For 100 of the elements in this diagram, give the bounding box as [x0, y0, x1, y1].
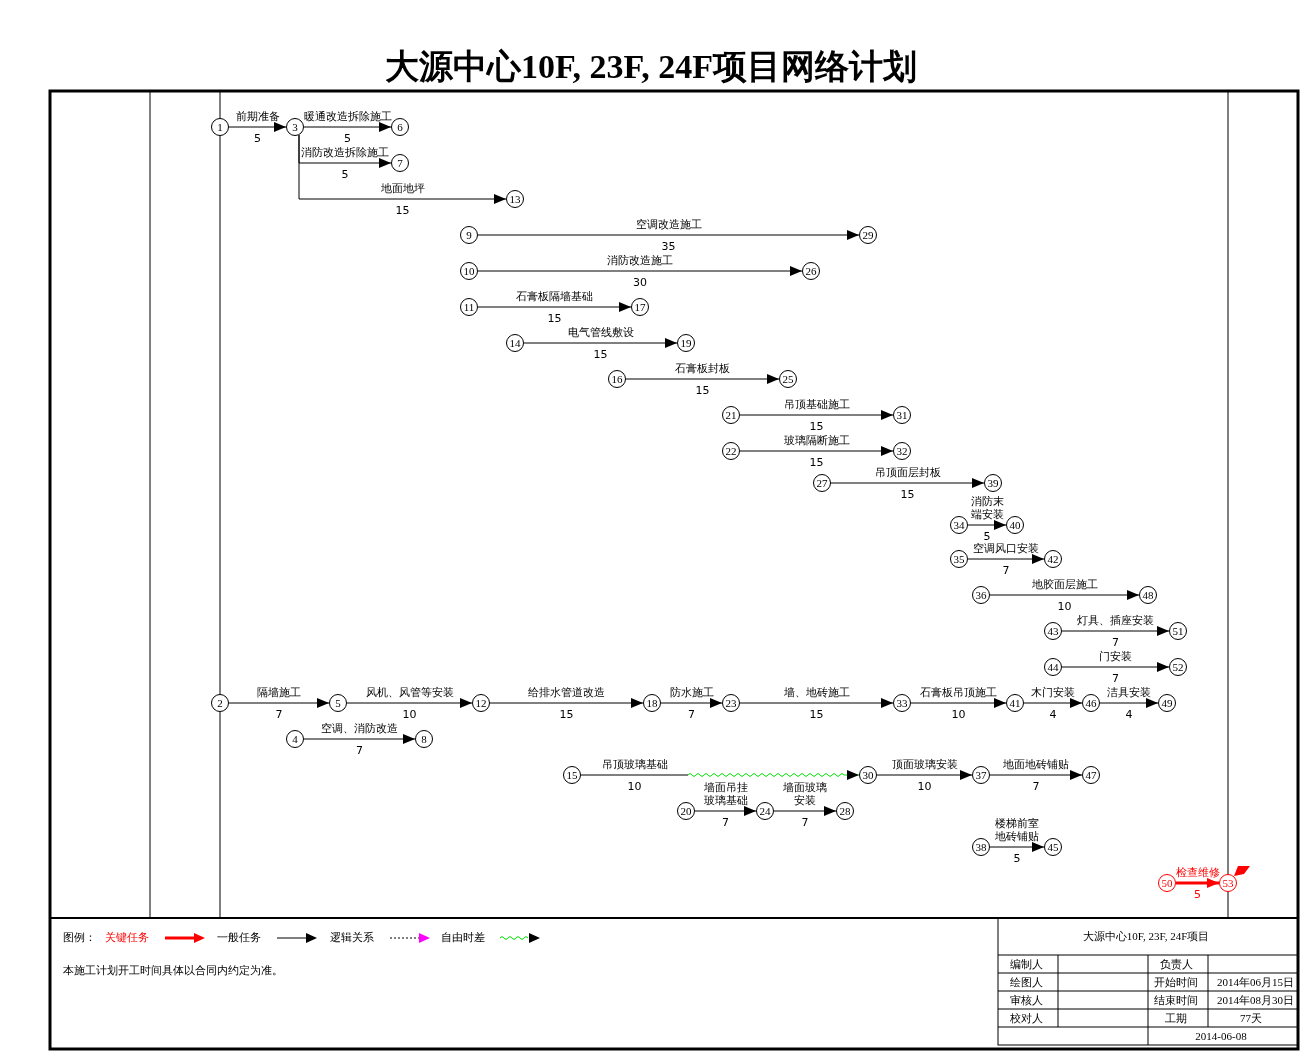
edge-label: 空调改造施工 [635, 218, 702, 231]
arrow [989, 770, 1083, 780]
edge-label: 地面地砖铺贴 [1003, 758, 1069, 771]
event-circle: 27 [813, 474, 831, 492]
event-circle: 30 [859, 766, 877, 784]
cell-text: 2014-06-08 [1194, 1029, 1248, 1044]
event-circle: 29 [859, 226, 877, 244]
edge-label: 吊顶面层封板 [874, 466, 941, 479]
edge-label: 风机、风管等安装 [365, 686, 454, 699]
edge-label: 墙面玻璃安装 [782, 781, 828, 807]
duration-label: 10 [917, 780, 932, 793]
arrow [739, 446, 894, 456]
event-circle: 37 [972, 766, 990, 784]
event-circle: 1 [211, 118, 229, 136]
edge-label: 玻璃隔断施工 [783, 434, 850, 447]
event-circle: 3 [286, 118, 304, 136]
duration-label: 5 [983, 530, 991, 543]
duration-label: 7 [356, 744, 363, 757]
event-circle: 26 [802, 262, 820, 280]
duration-label: 15 [559, 708, 574, 721]
duration-label: 15 [809, 420, 824, 433]
duration-label: 15 [695, 384, 710, 397]
event-circle: 18 [643, 694, 661, 712]
event-circle: 23 [722, 694, 740, 712]
event-circle: 20 [677, 802, 695, 820]
event-circle: 17 [631, 298, 649, 316]
legend-label: 一般任务 [217, 931, 261, 944]
arrow [477, 230, 860, 240]
edge-label: 空调风口安装 [973, 542, 1039, 555]
arrow [967, 520, 1007, 530]
event-circle: 31 [893, 406, 911, 424]
event-circle: 39 [984, 474, 1002, 492]
arrow [346, 698, 473, 708]
cell-text: 工期 [1164, 1011, 1188, 1026]
edge-label: 消防改造施工 [607, 254, 673, 267]
legend-label: 关键任务 [105, 931, 149, 944]
event-circle: 13 [506, 190, 524, 208]
duration-label: 15 [547, 312, 562, 325]
arrow [228, 698, 330, 708]
duration-label: 7 [801, 816, 809, 829]
duration-label: 15 [900, 488, 915, 501]
arrow [1176, 878, 1219, 888]
edge-label: 暖通改造拆除施工 [303, 110, 392, 123]
arrow [477, 266, 803, 276]
arrow [228, 122, 287, 132]
event-circle: 28 [836, 802, 854, 820]
event-circle: 5 [329, 694, 347, 712]
arrow [876, 770, 973, 780]
event-circle: 51 [1169, 622, 1187, 640]
event-circle: 32 [893, 442, 911, 460]
duration-label: 7 [1112, 636, 1119, 649]
edge-label: 防水施工 [669, 686, 714, 699]
edge-label: 灯具、插座安装 [1077, 614, 1154, 627]
event-circle: 2 [211, 694, 229, 712]
cell-text: 绘图人 [1008, 975, 1044, 990]
edge-label: 墙、地砖施工 [783, 686, 850, 699]
event-circle: 43 [1044, 622, 1062, 640]
edge-label: 地面地坪 [380, 182, 425, 195]
arrow [989, 842, 1045, 852]
event-circle: 6 [391, 118, 409, 136]
event-circle: 44 [1044, 658, 1062, 676]
arrow [523, 338, 678, 348]
edge-label: 隔墙施工 [257, 686, 301, 699]
event-circle: 33 [893, 694, 911, 712]
edge-label: 木门安装 [1031, 686, 1075, 699]
edge-label: 石膏板隔墙基础 [516, 290, 593, 303]
event-circle: 8 [415, 730, 433, 748]
duration-label: 10 [951, 708, 966, 721]
event-circle: 38 [972, 838, 990, 856]
duration-label: 5 [254, 132, 261, 145]
duration-label: 4 [1049, 708, 1057, 721]
edge-label: 楼梯前室地砖铺贴 [994, 817, 1040, 843]
event-circle: 19 [677, 334, 695, 352]
event-circle: 46 [1082, 694, 1100, 712]
event-circle: 25 [779, 370, 797, 388]
edge-label: 电气管线敷设 [567, 326, 634, 339]
title: 大源中心10F, 23F, 24F项目网络计划 [383, 47, 919, 87]
event-circle: 47 [1082, 766, 1100, 784]
arrow [1099, 698, 1159, 708]
event-circle: 24 [756, 802, 774, 820]
arrow [660, 698, 723, 708]
duration-label: 5 [341, 168, 349, 181]
arrow [625, 374, 780, 384]
edge-label: 石膏板封板 [675, 362, 730, 375]
arrow [773, 806, 837, 816]
cell-text: 开始时间 [1153, 975, 1199, 990]
event-circle: 45 [1044, 838, 1062, 856]
duration-label: 7 [1002, 564, 1010, 577]
arrow [477, 302, 632, 312]
event-circle: 22 [722, 442, 740, 460]
event-circle: 11 [460, 298, 478, 316]
event-circle: 34 [950, 516, 968, 534]
arrow [739, 698, 894, 708]
arrow [694, 806, 757, 816]
edge-label: 门安装 [1099, 650, 1132, 663]
note-text: 本施工计划开工时间具体以合同内约定为准。 [63, 964, 283, 977]
cell-text: 2014年08月30日 [1216, 993, 1295, 1008]
event-circle: 15 [563, 766, 581, 784]
duration-label: 5 [1013, 852, 1021, 865]
edge-label: 墙面吊挂玻璃基础 [702, 781, 749, 807]
